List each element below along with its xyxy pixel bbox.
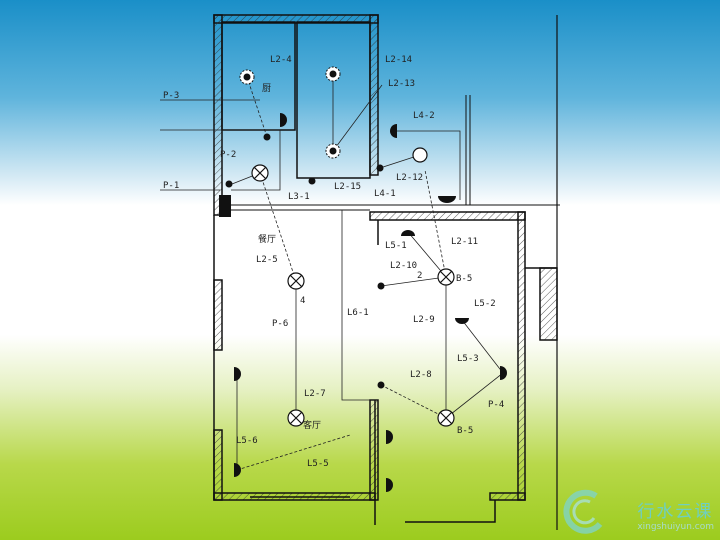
socket-icon: [234, 463, 241, 477]
switch-icon: [225, 180, 233, 188]
circuit-label: L2-7: [304, 389, 326, 399]
wire-count: 2: [417, 271, 422, 281]
wire-count: 4: [300, 296, 305, 306]
socket-icon: [386, 430, 393, 444]
circuit-label: P-3: [163, 91, 179, 101]
circuit-label: L2-10: [390, 261, 417, 271]
circuit-label: L5-3: [457, 354, 479, 364]
switch-icon: [263, 133, 271, 141]
circuit-label: P-2: [220, 150, 236, 160]
lamp-icon: [437, 409, 455, 427]
watermark-url: xingshuiyun.com: [637, 522, 714, 532]
socket-icon: [455, 318, 469, 324]
circuit-label: P-1: [163, 181, 179, 191]
socket-icon: [500, 366, 507, 380]
circuit-label: L5-1: [385, 241, 407, 251]
lamp-icon: [412, 147, 428, 163]
circuit-label: L5-2: [474, 299, 496, 309]
socket-icon: [386, 478, 393, 492]
watermark-title: 行水云课: [637, 502, 714, 522]
ceiling-lights: [239, 66, 341, 159]
wall-sockets: [234, 113, 507, 492]
switches: [225, 133, 385, 389]
circuit-label: P-6: [272, 319, 288, 329]
lamp-icon: [437, 268, 455, 286]
ceiling-light-icon: [325, 143, 341, 159]
socket-icon: [401, 230, 415, 236]
circuit-label: L2-15: [334, 182, 361, 192]
circuit-label: L2-9: [413, 315, 435, 325]
circuit-label: L6-1: [347, 308, 369, 318]
ceiling-light-icon: [239, 69, 255, 85]
circuit-label: L3-1: [288, 192, 310, 202]
switch-icon: [308, 177, 316, 185]
circuit-label: B-5: [456, 274, 472, 284]
switch-icon: [377, 381, 385, 389]
distribution-panel: [219, 195, 231, 217]
room-label: 厨: [262, 83, 271, 94]
lamp-icon: [287, 272, 305, 290]
lamp-icon: [287, 409, 305, 427]
room-label: 客厅: [303, 419, 321, 431]
ceiling-light-icon: [325, 66, 341, 82]
circuit-label: L2-13: [388, 79, 415, 89]
socket-icon: [280, 113, 287, 127]
circuit-label: B-5: [457, 426, 473, 436]
circuit-label: L2-4: [270, 55, 292, 65]
circuit-label: L2-11: [451, 237, 478, 247]
circuit-label: L5-5: [307, 459, 329, 469]
circuit-label: L5-6: [236, 436, 258, 446]
socket-icon: [390, 124, 397, 138]
socket-icon: [234, 367, 241, 381]
circuit-label: L2-12: [396, 173, 423, 183]
watermark: 行水云课 xingshuiyun.com: [637, 497, 714, 532]
circuit-label: L2-5: [256, 255, 278, 265]
room-label: 餐厅: [258, 233, 276, 245]
walls: [213, 14, 560, 530]
switch-icon: [376, 164, 384, 172]
circuit-label: L4-1: [374, 189, 396, 199]
labels: 厨 餐厅 客厅 L2-4 L2-14 L2-13 P-3 P-2 P-1 L3-…: [163, 55, 504, 469]
switch-icon: [377, 282, 385, 290]
circuit-label: P-4: [488, 400, 504, 410]
watermark-logo-icon: [563, 489, 603, 534]
lamps: [251, 147, 455, 427]
circuit-label: L2-8: [410, 370, 432, 380]
lamp-icon: [251, 164, 269, 182]
circuit-label: L2-14: [385, 55, 412, 65]
circuit-label: L4-2: [413, 111, 435, 121]
socket-icon: [438, 196, 456, 203]
